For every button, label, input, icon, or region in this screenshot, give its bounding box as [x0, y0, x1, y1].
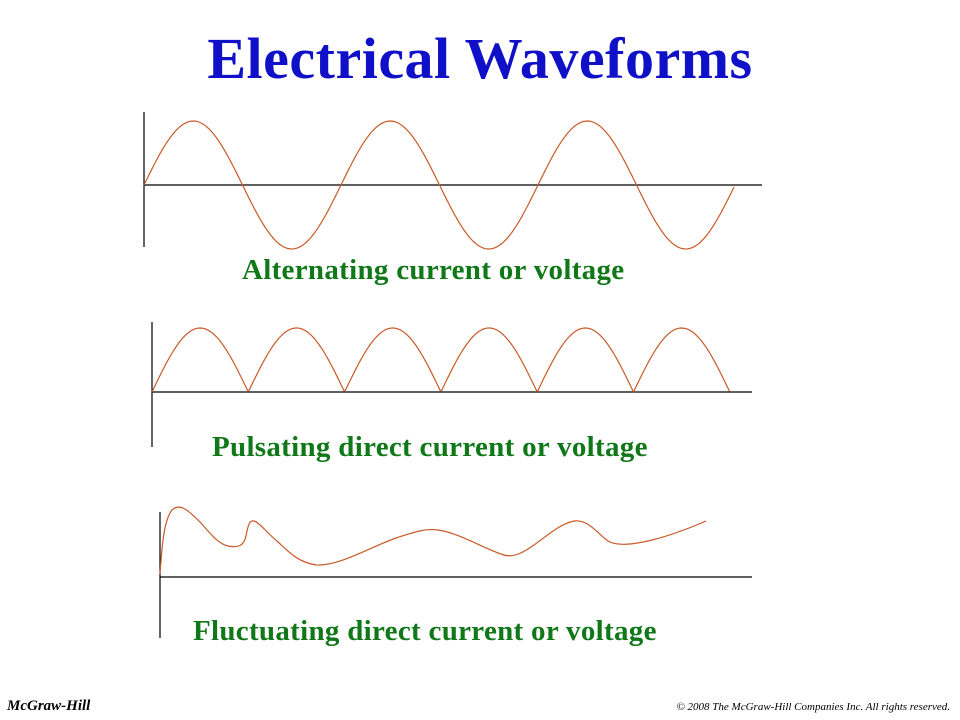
fdc-caption: Fluctuating direct current or voltage: [193, 615, 657, 647]
slide-title: Electrical Waveforms: [207, 26, 753, 91]
ac-waveform-panel: [143, 112, 762, 250]
ac-sine-wave: [143, 120, 735, 250]
pdc-waveform-panel: [151, 322, 752, 447]
copyright-notice: © 2008 The McGraw-Hill Companies Inc. Al…: [676, 701, 950, 713]
pdc-rectified-wave: [151, 327, 731, 394]
ac-caption: Alternating current or voltage: [242, 254, 625, 286]
fdc-fluctuating-wave: [159, 506, 707, 575]
fdc-waveform-panel: [159, 506, 752, 638]
pdc-caption: Pulsating direct current or voltage: [212, 431, 648, 463]
publisher-label: McGraw-Hill: [7, 698, 91, 714]
